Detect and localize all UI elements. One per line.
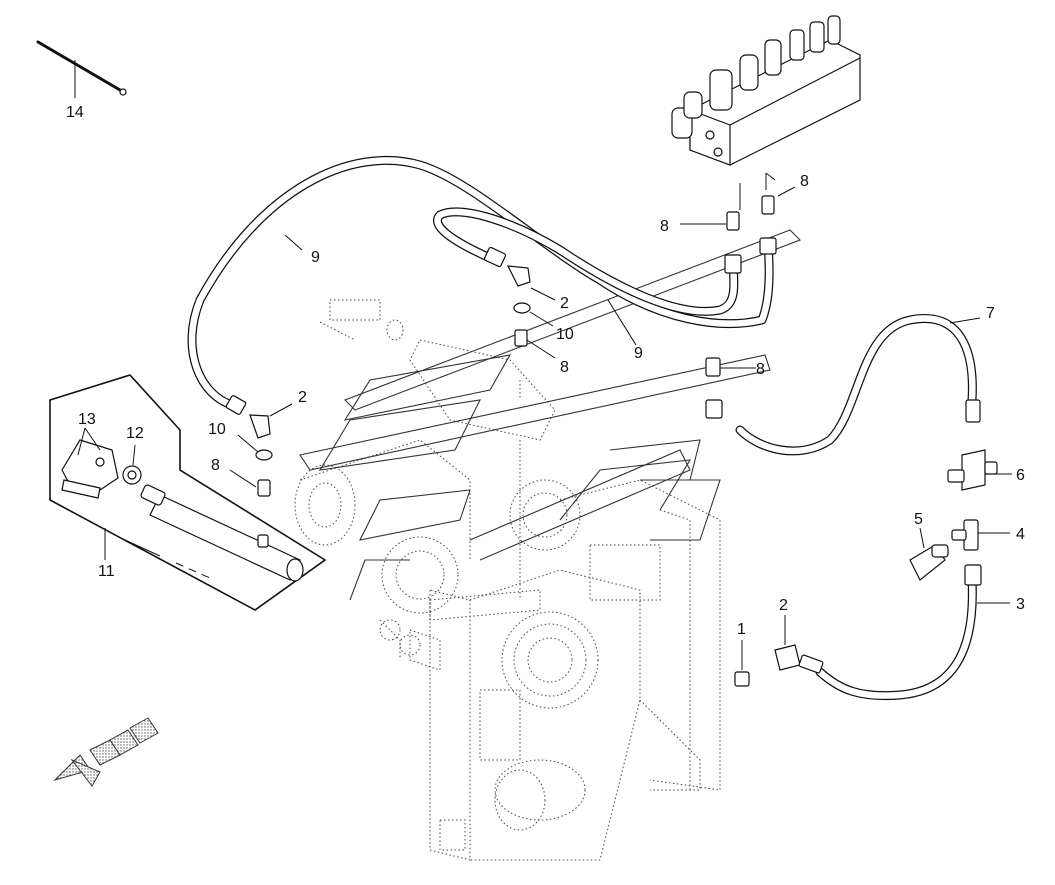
hose-7: [735, 314, 977, 456]
fittings: [225, 195, 998, 687]
cable-tie-14: [36, 40, 127, 96]
callout-10-center: 10: [556, 326, 574, 343]
callout-10-left: 10: [208, 421, 226, 438]
callout-7: 7: [986, 305, 995, 322]
callout-9-left: 9: [311, 249, 320, 266]
callout-14: 14: [66, 104, 84, 121]
callout-8-center: 8: [560, 359, 569, 376]
callout-3: 3: [1016, 596, 1025, 613]
callout-12: 12: [126, 425, 144, 442]
hose-3: [815, 575, 977, 701]
hose-9-center: [433, 207, 739, 316]
callout-8-right: 8: [756, 361, 765, 378]
hose-9-left: [187, 155, 774, 410]
callout-1: 1: [737, 621, 746, 638]
leader-lines: [74, 60, 1012, 670]
clevis-13: [61, 439, 119, 499]
front-direction-arrow-icon: [53, 717, 159, 787]
nut-12: [122, 465, 142, 485]
callout-13: 13: [78, 411, 96, 428]
callout-4: 4: [1016, 526, 1025, 543]
guard-outline-ghost: [299, 229, 801, 601]
callout-8-valve-right: 8: [800, 173, 809, 190]
control-valve-block: [671, 15, 861, 166]
callout-9-center: 9: [634, 345, 643, 362]
machine-frame-ghost: [294, 299, 721, 861]
callout-8-valve-left: 8: [660, 218, 669, 235]
callout-2-left: 2: [298, 389, 307, 406]
hydraulic-cylinder: [140, 484, 304, 582]
cylinder-kit-inset: [49, 374, 327, 611]
callout-2-top: 2: [560, 295, 569, 312]
callout-5: 5: [914, 511, 923, 528]
callout-8-left: 8: [211, 457, 220, 474]
callout-2-bottom: 2: [779, 597, 788, 614]
callout-labels: 14 8 8 2 10 8 9 9 8 7 2 10 8 13 12 11 6 …: [66, 104, 1025, 638]
callout-11: 11: [98, 563, 115, 580]
callout-6: 6: [1016, 467, 1025, 484]
